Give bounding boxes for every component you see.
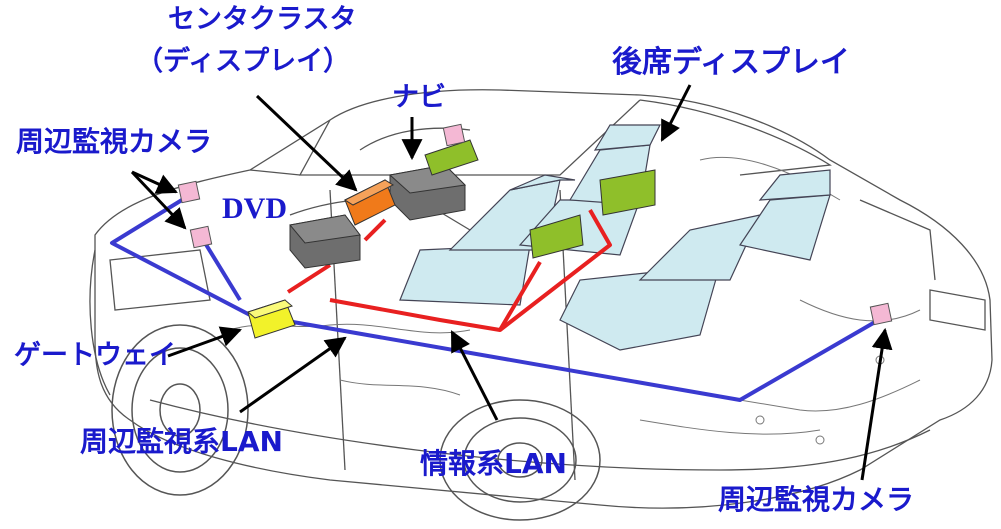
- surround-lan-label: 周辺監視系LAN: [80, 425, 283, 458]
- camera-front-label: 周辺監視カメラ: [16, 125, 213, 158]
- center-cluster-label: センタクラスタ: [168, 4, 357, 35]
- info-lan-line: [286, 209, 612, 332]
- center-display-box: [343, 179, 396, 226]
- center-unit-box: [289, 214, 361, 269]
- gateway-box: [246, 299, 296, 339]
- rear-display-boxes: [529, 169, 656, 259]
- camera-rear-label: 周辺監視カメラ: [718, 483, 915, 516]
- callout-arrows: [130, 84, 893, 481]
- navi-display-box: [424, 139, 479, 176]
- surround-lan-line: [110, 193, 884, 402]
- center-cluster-sub-label: （ディスプレイ）: [136, 46, 351, 77]
- dvd-label: DVD: [222, 192, 287, 225]
- front-wheel: [111, 324, 249, 496]
- dvd-unit-box: [388, 164, 467, 221]
- camera-boxes: [177, 123, 893, 326]
- navi-label: ナビ: [392, 82, 446, 113]
- rear-wheel: [439, 399, 601, 521]
- rear-display-label: 後席ディスプレイ: [612, 45, 850, 80]
- gateway-label: ゲートウェイ: [14, 340, 176, 371]
- info-lan-label: 情報系LAN: [420, 447, 567, 480]
